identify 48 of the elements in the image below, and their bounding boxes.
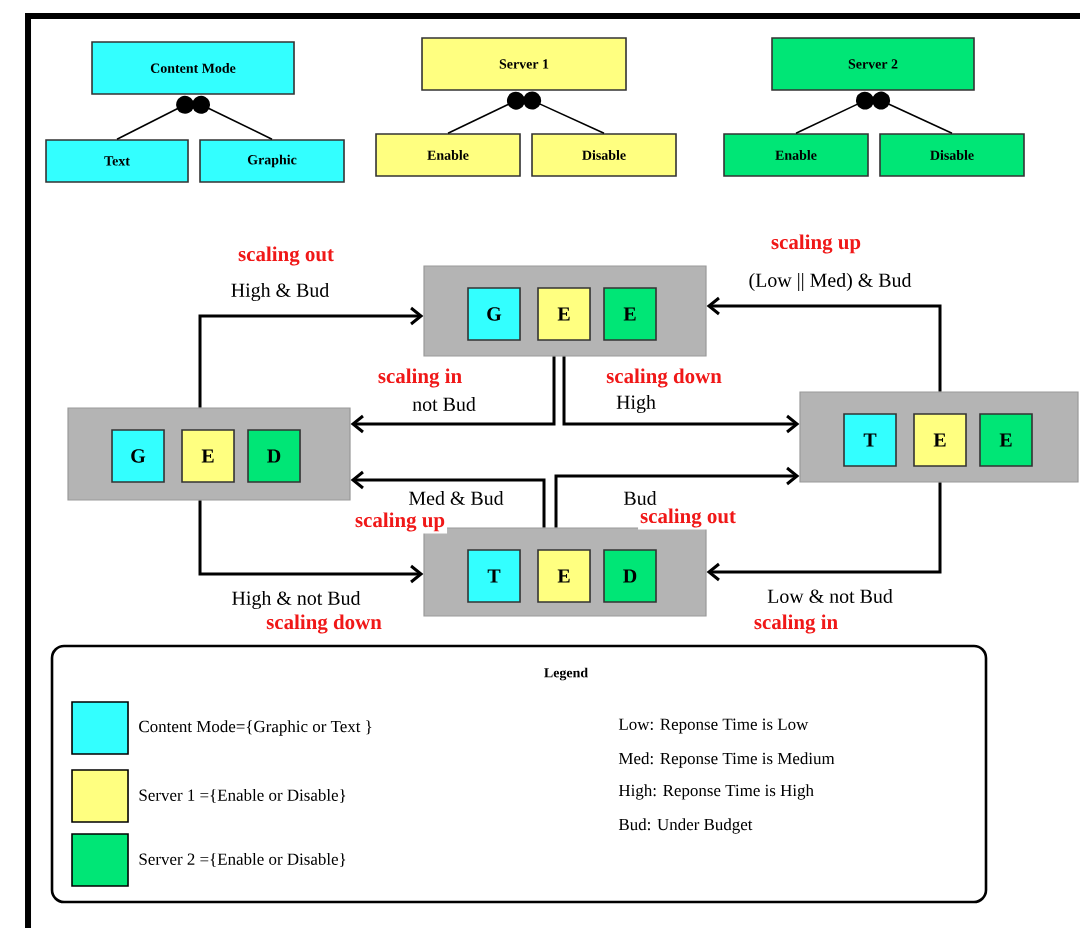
definition-text: Med: Reponse Time is Medium <box>616 750 837 770</box>
edge-label: not Bud <box>410 395 478 413</box>
feature-link <box>872 91 953 134</box>
transition-arrow <box>706 296 942 392</box>
legend-text: Server 1 ={Enable or Disable} <box>139 788 346 803</box>
letter-box: D <box>603 549 657 603</box>
action-label: scaling down <box>264 612 384 636</box>
transition-arrow <box>350 356 556 434</box>
edge-label: High & not Bud <box>229 588 363 612</box>
transition-arrow <box>198 306 424 408</box>
edge-label: Bud <box>621 489 659 507</box>
letter-box: E <box>537 287 591 341</box>
letter-box: E <box>979 413 1033 467</box>
letter-box: T <box>467 549 521 603</box>
letter-box: D <box>247 429 301 483</box>
edge-label: Med & Bud <box>406 489 506 507</box>
edge-label: High & Bud <box>228 280 332 304</box>
legend-text: Server 2 ={Enable or Disable} <box>139 852 346 867</box>
action-label: scaling down <box>604 366 724 390</box>
definition-text: High: Reponse Time is High <box>616 782 816 802</box>
edge-label: Low & not Bud <box>765 587 895 605</box>
action-label: scaling out <box>638 506 738 530</box>
transition-arrow <box>198 500 424 584</box>
feature-link <box>523 91 605 134</box>
action-label: scaling up <box>352 510 448 534</box>
feature-link <box>795 91 874 134</box>
action-label: scaling in <box>375 366 465 390</box>
edge-label: (Low || Med) & Bud <box>746 270 914 294</box>
transition-arrow <box>554 466 800 528</box>
legend-text: Content Mode={Graphic or Text } <box>139 720 372 736</box>
letter-box: E <box>537 549 591 603</box>
transition-arrow <box>562 356 800 434</box>
transition-arrow <box>350 470 546 528</box>
action-label: scaling up <box>768 232 864 256</box>
feature-link <box>447 91 525 134</box>
letter-box: G <box>467 287 521 341</box>
definition-text: Bud: Under Budget <box>616 816 755 836</box>
feature-link <box>116 95 194 140</box>
transition-arrow <box>706 482 942 582</box>
letter-box: E <box>913 413 967 467</box>
action-label: scaling out <box>236 244 336 268</box>
letter-box: T <box>843 413 897 467</box>
letter-box: E <box>181 429 235 483</box>
letter-box: E <box>603 287 657 341</box>
letter-box: G <box>111 429 165 483</box>
action-label: scaling in <box>751 612 841 636</box>
edge-label: High <box>614 392 658 416</box>
feature-link <box>192 95 273 140</box>
